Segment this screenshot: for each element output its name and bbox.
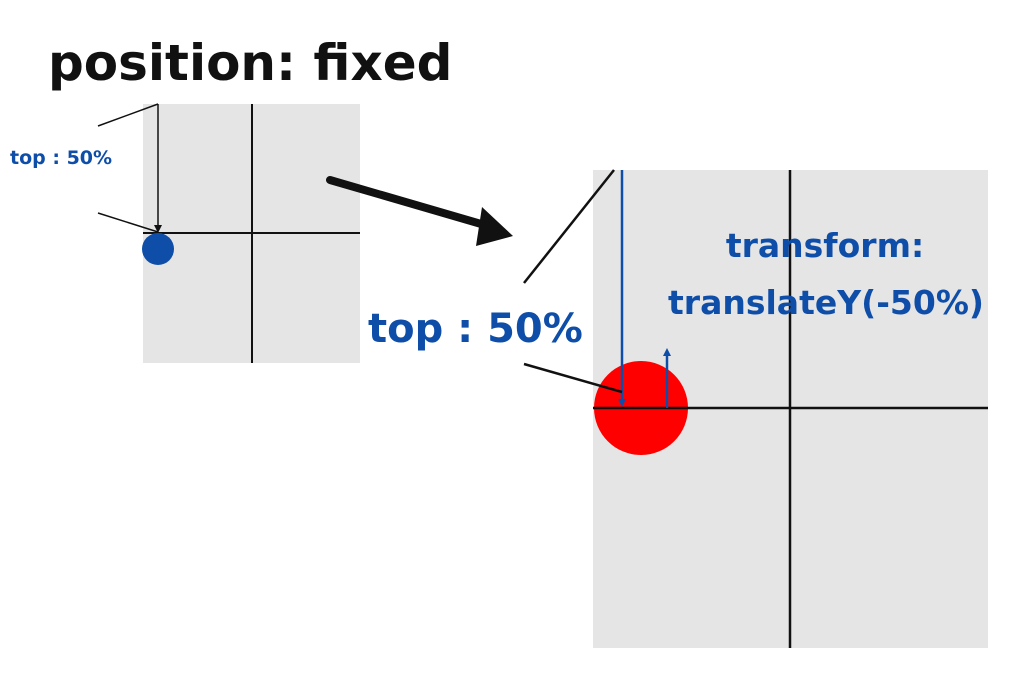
transform-label-line1: transform: [726,226,924,265]
zoom-arrow-shaft [326,176,492,230]
large-leader-top [523,169,615,284]
small-blue-dot [142,233,174,265]
title: position: fixed [48,34,452,92]
large-leader-bottom [523,362,623,394]
small-panel: top : 50% [10,103,360,363]
zoom-arrow [326,176,513,246]
small-leader-bottom [97,212,159,233]
large-top-label: top : 50% [368,306,583,352]
small-top-label: top : 50% [10,147,112,169]
zoom-arrow-head [476,207,513,246]
small-leader-top [97,103,159,127]
transform-label-line2: translateY(-50%) [668,283,984,322]
large-panel: top : 50% transform: translateY(-50%) [368,169,988,648]
